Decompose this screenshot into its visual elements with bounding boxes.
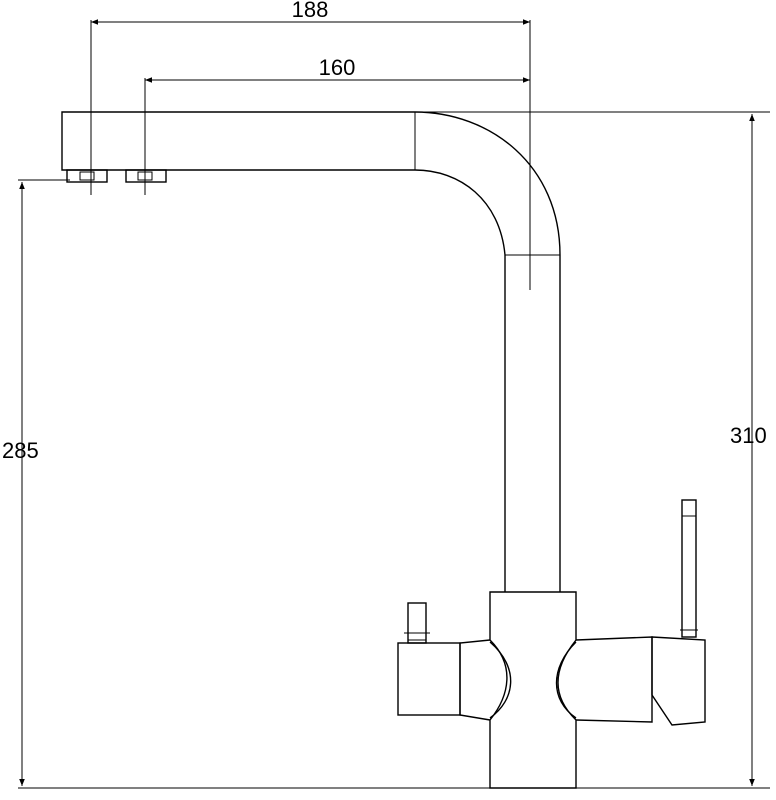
spout-arm <box>61 111 415 171</box>
right-handle-lever <box>681 499 697 638</box>
right-handle-curve <box>555 641 577 719</box>
dimension-label-160: 160 <box>319 55 356 80</box>
spout-bend-inner <box>414 169 506 256</box>
dimension-label-310: 310 <box>730 423 767 448</box>
left-handle-arm <box>459 639 491 721</box>
aerator-right <box>125 169 167 183</box>
spout-bend-outer <box>414 111 561 256</box>
left-handle-lever <box>407 602 427 644</box>
aerator-left <box>66 169 108 183</box>
right-handle-arm <box>575 636 653 723</box>
dimension-label-188: 188 <box>292 0 329 22</box>
dimension-188: 188 <box>90 0 531 290</box>
dimension-label-285: 285 <box>2 438 39 463</box>
dimension-160: 160 <box>144 55 530 192</box>
left-handle-curve <box>489 641 512 719</box>
left-handle-body <box>397 642 461 716</box>
dimension-310: 310 <box>415 111 770 786</box>
valve-body <box>489 591 577 789</box>
aerator-left-inner <box>79 171 95 181</box>
dimension-285: 285 <box>2 179 70 786</box>
faucet-body <box>61 111 706 789</box>
right-handle-body <box>651 636 706 726</box>
